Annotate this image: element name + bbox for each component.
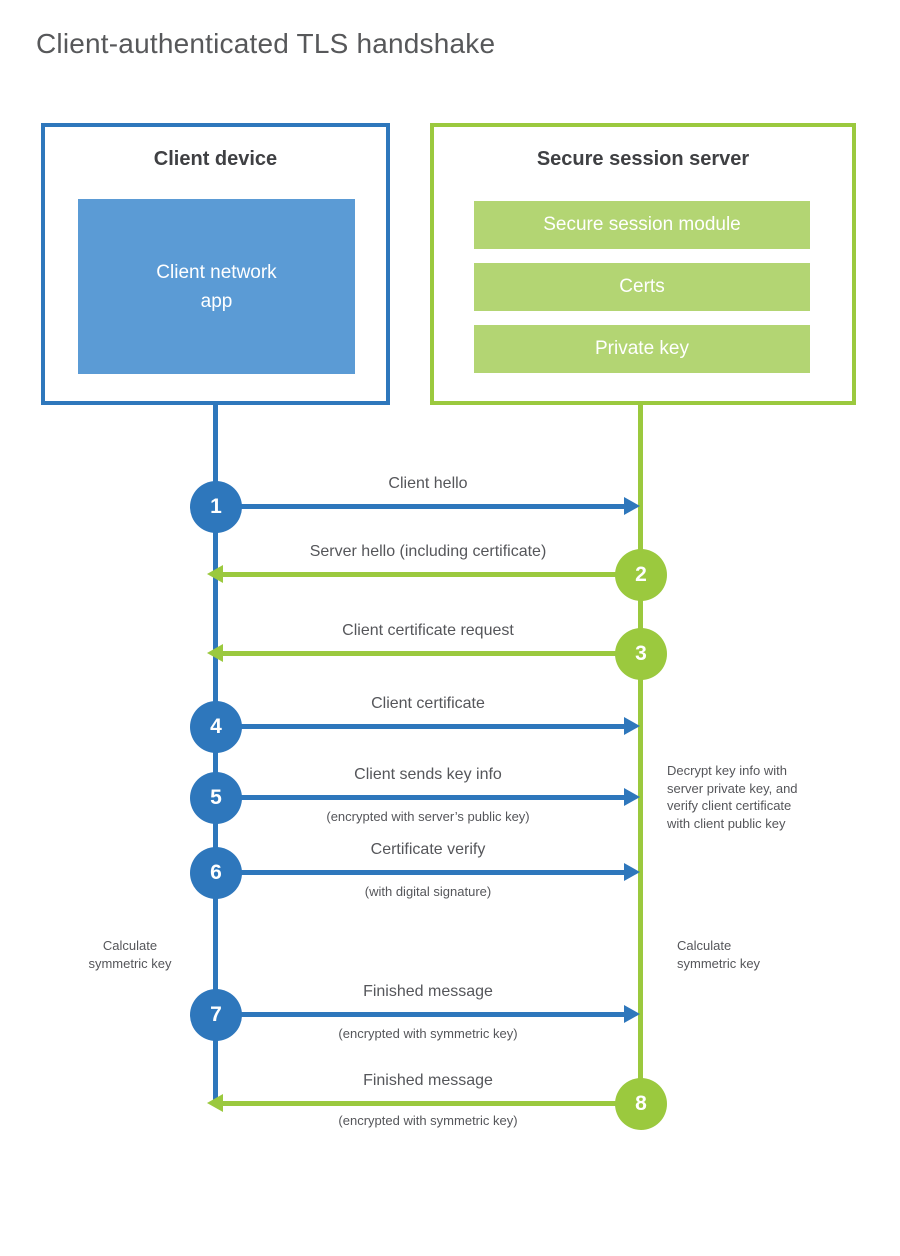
page-title: Client-authenticated TLS handshake	[36, 28, 496, 59]
message-label-step-5: Client sends key info	[354, 766, 502, 783]
arrow-line-step-6	[216, 870, 626, 875]
step-circle-8: 8	[615, 1078, 667, 1130]
message-label-step-4: Client certificate	[371, 695, 485, 712]
message-label-step-6: Certificate verify	[370, 841, 486, 858]
client-lifeline	[213, 405, 218, 1105]
arrow-head-left-icon	[207, 565, 223, 583]
message-label-step-7: Finished message	[363, 983, 493, 1000]
calculate-symmetric-key-server-annotation: Calculate symmetric key	[677, 938, 761, 971]
server-module-private-key: Private key	[474, 325, 810, 373]
arrow-head-right-icon	[624, 788, 640, 806]
decrypt-key-annotation: Decrypt key info with server private key…	[667, 763, 798, 831]
arrow-line-step-8	[222, 1101, 641, 1106]
arrow-line-step-7	[216, 1012, 626, 1017]
client-network-app-box: Client network app	[78, 199, 355, 374]
arrow-head-left-icon	[207, 644, 223, 662]
server-module-certs: Certs	[474, 263, 810, 311]
arrow-line-step-5	[216, 795, 626, 800]
step-circle-1: 1	[190, 481, 242, 533]
server-module-secure-session: Secure session module	[474, 201, 810, 249]
arrow-line-step-1	[216, 504, 626, 509]
arrow-head-right-icon	[624, 863, 640, 881]
arrow-head-right-icon	[624, 497, 640, 515]
server-lifeline	[638, 405, 643, 1105]
message-sublabel-step-6: (with digital signature)	[364, 884, 492, 899]
message-label-step-1: Client hello	[388, 475, 468, 492]
message-label-step-8: Finished message	[363, 1072, 493, 1089]
arrow-head-right-icon	[624, 717, 640, 735]
arrow-head-right-icon	[624, 1005, 640, 1023]
message-label-step-3: Client certificate request	[342, 622, 514, 639]
arrow-line-step-4	[216, 724, 626, 729]
client-device-title: Client device	[153, 148, 278, 170]
secure-session-server-title: Secure session server	[536, 148, 750, 170]
step-circle-3: 3	[615, 628, 667, 680]
arrow-head-left-icon	[207, 1094, 223, 1112]
message-sublabel-step-5: (encrypted with server’s public key)	[326, 809, 530, 824]
calculate-symmetric-key-client-annotation: Calculate symmetric key	[88, 938, 172, 971]
arrow-line-step-2	[222, 572, 641, 577]
step-circle-2: 2	[615, 549, 667, 601]
message-label-step-2: Server hello (including certificate)	[309, 543, 547, 560]
step-circle-6: 6	[190, 847, 242, 899]
message-sublabel-step-8: (encrypted with symmetric key)	[338, 1113, 518, 1128]
message-sublabel-step-7: (encrypted with symmetric key)	[338, 1026, 518, 1041]
step-circle-7: 7	[190, 989, 242, 1041]
arrow-line-step-3	[222, 651, 641, 656]
step-circle-4: 4	[190, 701, 242, 753]
step-circle-5: 5	[190, 772, 242, 824]
